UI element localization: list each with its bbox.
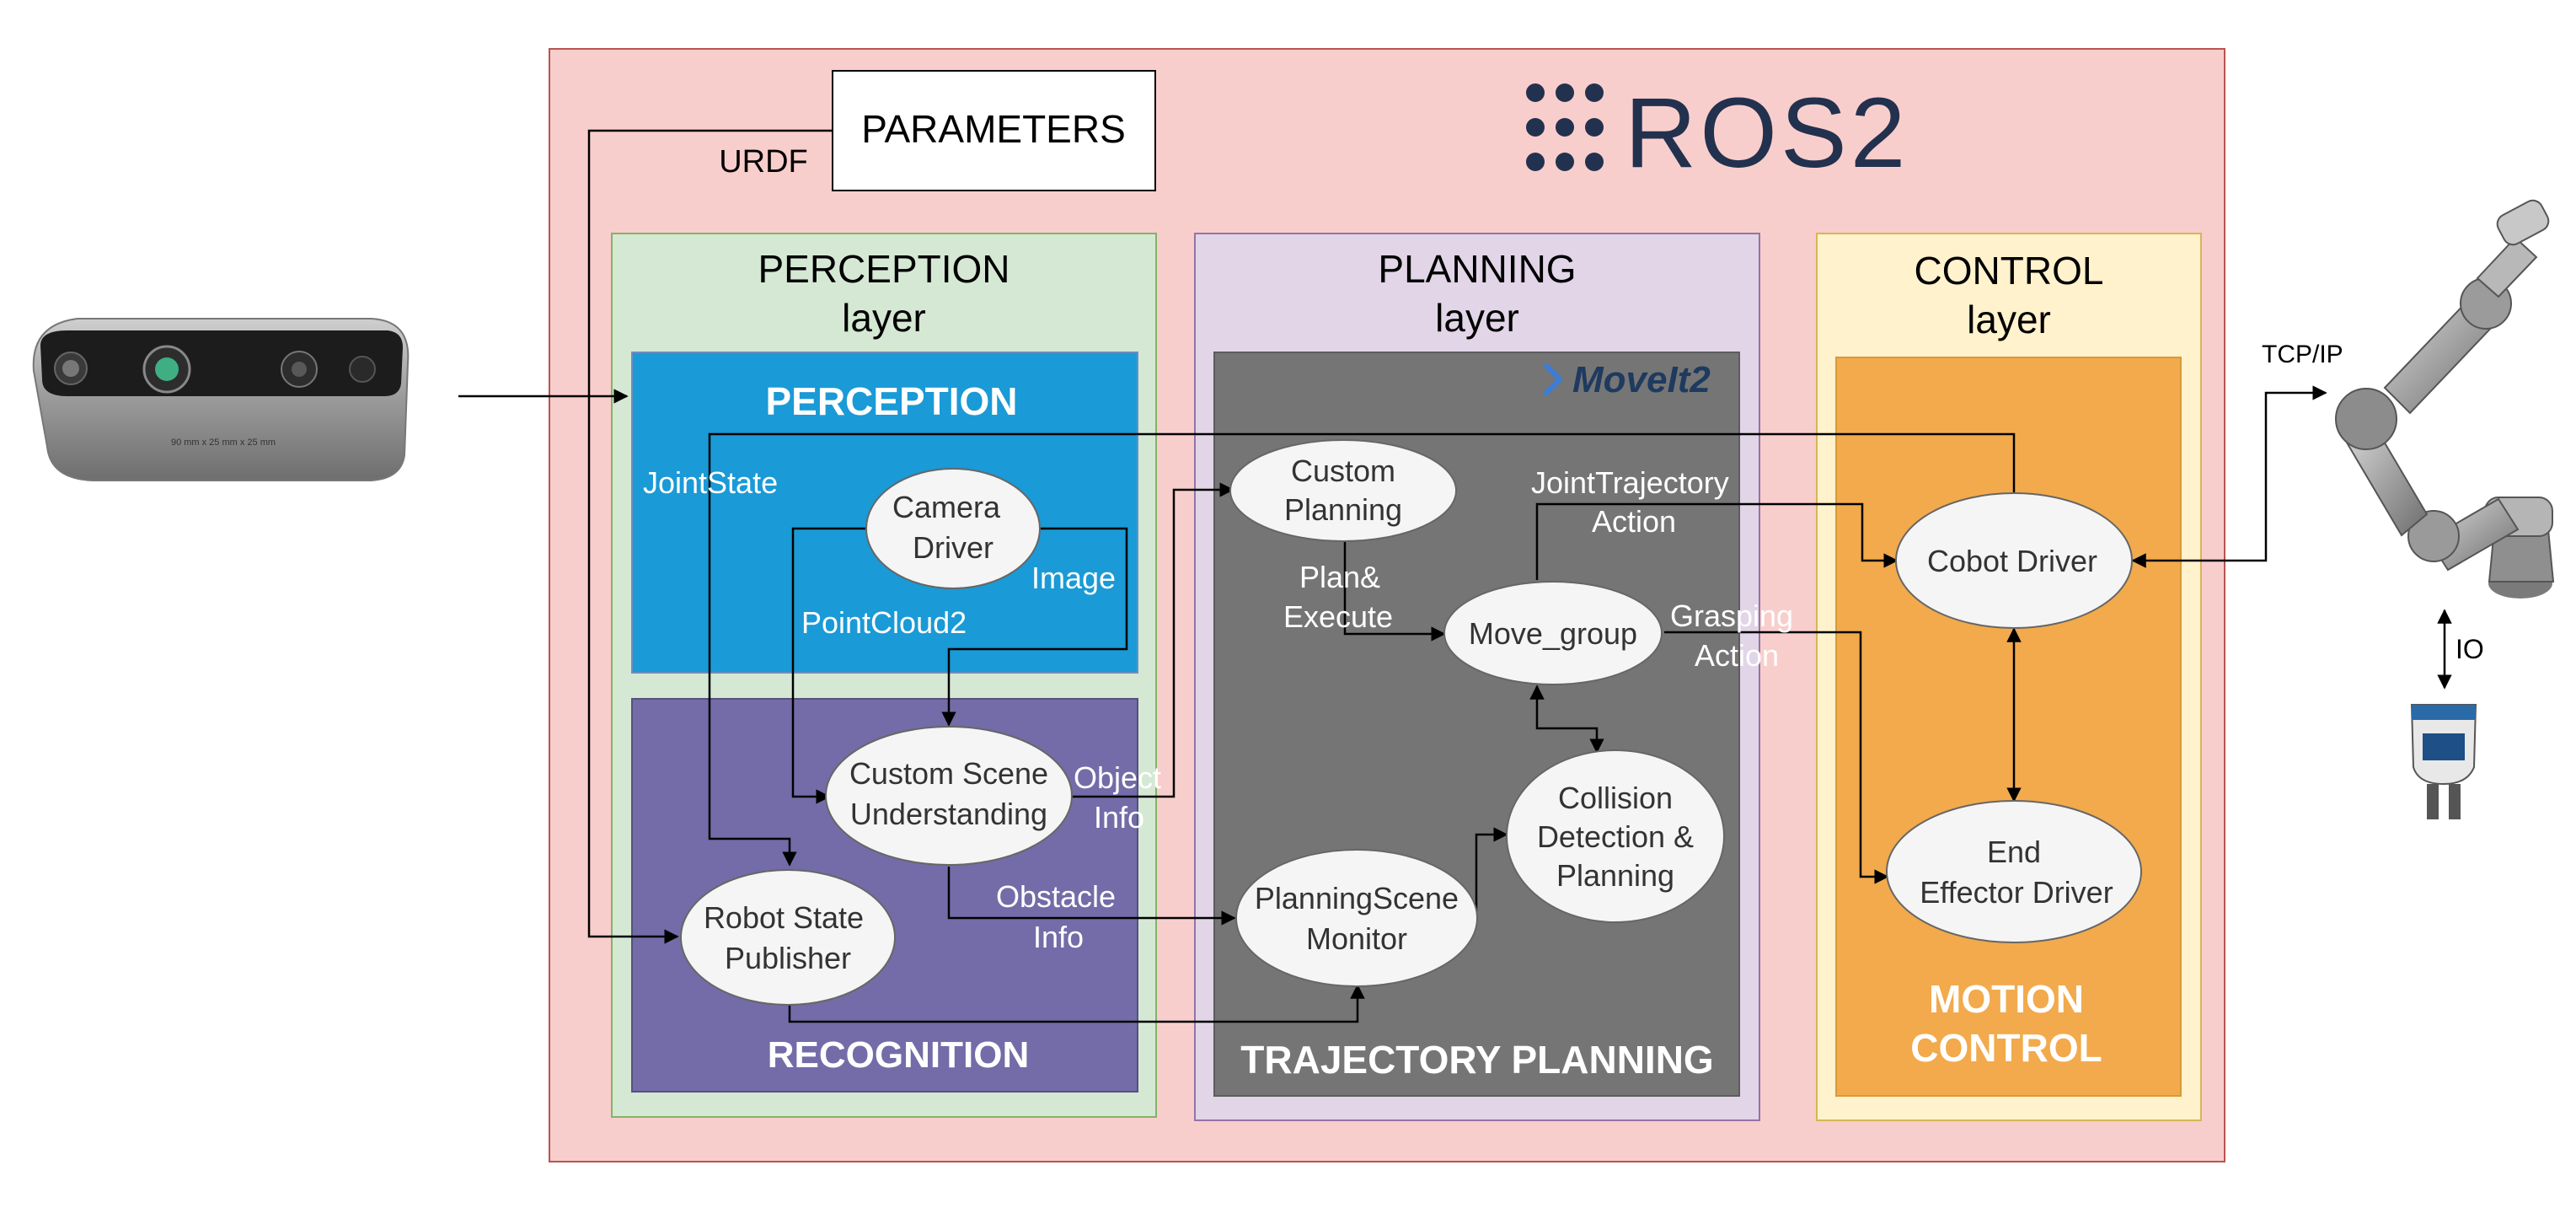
edge-move-group-collision [1529, 685, 1604, 754]
edge-image [941, 527, 1128, 727]
perception-layer-title: PERCEPTION [758, 247, 1010, 291]
obstacle-info-label-2: Info [1033, 920, 1084, 954]
plan-execute-label: Plan& [1299, 560, 1380, 594]
camera-driver-label-2: Driver [913, 530, 993, 565]
collision-detection-node[interactable]: Collision Detection & Planning [1506, 749, 1725, 923]
image-label: Image [1031, 561, 1116, 595]
edge-robot-state-psm [788, 984, 1365, 1023]
ros2-logo-text: ROS2 [1625, 78, 1909, 189]
scene-understanding-node[interactable]: Custom Scene Understanding [825, 726, 1073, 866]
collision-detection-label: Collision [1558, 781, 1673, 815]
planning-scene-monitor-node[interactable]: PlanningScene Monitor [1235, 849, 1478, 987]
camera-driver-label: Camera [892, 490, 1001, 524]
control-layer-subtitle: layer [1967, 298, 2051, 341]
object-info-label: Object [1074, 760, 1161, 795]
io-label: IO [2456, 634, 2484, 664]
end-effector-driver-label-2: Effector Driver [1920, 875, 2113, 910]
ros2-logo: ROS2 [1526, 78, 1909, 189]
pointcloud-label: PointCloud2 [801, 605, 967, 640]
edge-pointcloud [791, 527, 869, 804]
parameters-box[interactable] [832, 70, 1156, 191]
trajectory-planning-block-label: TRAJECTORY PLANNING [1240, 1038, 1713, 1082]
robot-arm-image [2335, 199, 2555, 599]
perception-block-label: PERCEPTION [765, 379, 1017, 423]
connections [458, 129, 2452, 1023]
custom-planning-node[interactable]: Custom Planning [1229, 439, 1457, 542]
parameters-label: PARAMETERS [861, 107, 1126, 151]
planning-scene-monitor-label-2: Monitor [1306, 921, 1407, 956]
planning-scene-monitor-label: PlanningScene [1255, 881, 1459, 915]
scene-understanding-label: Custom Scene [849, 756, 1048, 791]
robot-state-publisher-node[interactable]: Robot State Publisher [680, 869, 896, 1006]
camera-spec-text: 90 mm x 25 mm x 25 mm [171, 438, 276, 448]
tcp-ip-label: TCP/IP [2262, 341, 2343, 368]
object-info-label-2: Info [1094, 800, 1144, 835]
end-effector-driver-node[interactable]: End Effector Driver [1886, 800, 2142, 943]
custom-planning-label-2: Planning [1284, 492, 1402, 527]
gripper-image [2410, 704, 2477, 819]
planning-layer-subtitle: layer [1435, 296, 1519, 340]
edge-psm-collision [1475, 827, 1508, 918]
depth-camera-image: 90 mm x 25 mm x 25 mm [32, 318, 410, 481]
move-group-label: Move_group [1469, 616, 1637, 651]
edge-grasping [1664, 631, 1889, 884]
planning-layer-title: PLANNING [1378, 247, 1576, 291]
collision-detection-label-3: Planning [1556, 858, 1674, 893]
cobot-driver-node[interactable]: Cobot Driver [1895, 492, 2133, 629]
moveit2-logo-text: MoveIt2 [1572, 359, 1711, 400]
move-group-node[interactable]: Move_group [1443, 581, 1663, 685]
obstacle-info-label: Obstacle [996, 879, 1116, 914]
perception-layer-subtitle: layer [842, 296, 926, 340]
plan-execute-label-2: Execute [1283, 599, 1393, 634]
joint-state-label: JointState [643, 465, 778, 500]
edge-urdf-robot-state [587, 129, 833, 944]
motion-control-block-label-2: CONTROL [1910, 1026, 2102, 1070]
robot-state-publisher-label: Robot State [704, 900, 864, 935]
moveit2-logo: MoveIt2 [1544, 359, 1711, 400]
edge-plan-execute [1343, 541, 1446, 642]
grasping-label: Grasping [1670, 599, 1793, 633]
robot-state-publisher-label-2: Publisher [725, 941, 851, 975]
edge-joint-state [708, 432, 2016, 867]
edge-object-info [1070, 482, 1234, 798]
motion-control-block-label: MOTION [1929, 977, 2084, 1021]
edge-obstacle-info [947, 867, 1236, 926]
edge-joint-trajectory [1535, 502, 1899, 580]
joint-trajectory-label-2: Action [1592, 504, 1676, 539]
joint-trajectory-label: JointTrajectory [1531, 465, 1729, 500]
moveit2-chevron-icon [1544, 363, 1562, 395]
urdf-label: URDF [719, 144, 808, 180]
recognition-block-label: RECOGNITION [768, 1034, 1029, 1076]
scene-understanding-label-2: Understanding [850, 797, 1047, 831]
control-layer-title: CONTROL [1915, 249, 2104, 293]
edge-tcp-ip [2131, 385, 2327, 568]
collision-detection-label-2: Detection & [1537, 819, 1694, 854]
grasping-label-2: Action [1695, 638, 1779, 673]
end-effector-driver-label: End [1987, 835, 2041, 869]
cobot-driver-label: Cobot Driver [1927, 544, 2097, 578]
custom-planning-label: Custom [1291, 454, 1395, 488]
camera-driver-node[interactable]: Camera Driver [865, 468, 1041, 589]
